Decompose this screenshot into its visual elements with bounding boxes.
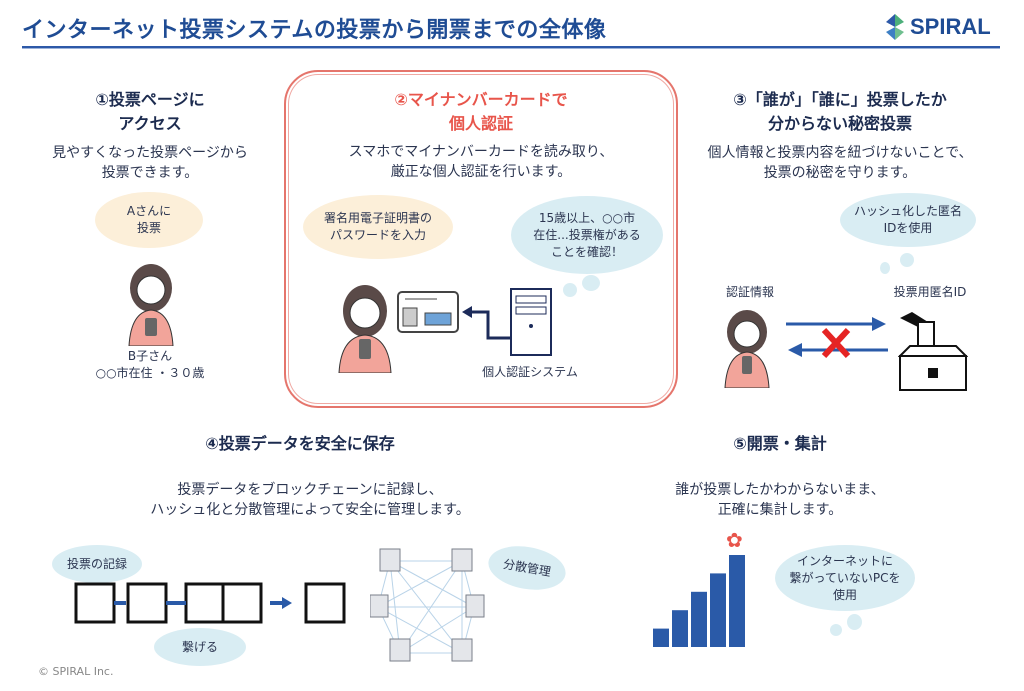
distributed-network-icon (370, 548, 485, 662)
user-person-icon (338, 285, 392, 373)
ballot-box-icon (898, 312, 968, 391)
step1-description: 見やすくなった投票ページから投票できます。 (52, 145, 248, 181)
step2-description: スマホでマイナンバーカードを読み取り、厳正な個人認証を行います。 (348, 144, 614, 180)
thought-dot (900, 253, 914, 267)
spiral-logo-icon (886, 14, 904, 40)
flower-icon: ✿ (726, 528, 743, 552)
step5-thought-bubble: インターネットに繋がっていないPCを使用 (775, 545, 915, 611)
step2-highlight-box (284, 70, 678, 408)
tally-bar-chart: ✿ (653, 528, 745, 647)
step2-user-bubble: 署名用電子証明書のパスワードを入力 (303, 195, 453, 259)
tally-bar (691, 591, 707, 647)
copyright: © SPIRAL Inc. (38, 665, 114, 678)
server-icon (462, 288, 552, 356)
mynumber-card-icon (397, 291, 459, 333)
step2-heading: ②マイナンバーカードで個人認証 (394, 90, 568, 133)
tally-bar (729, 555, 745, 647)
thought-dot (582, 275, 600, 291)
system-label: 個人認証システム (482, 365, 578, 379)
step4-description: 投票データをブロックチェーンに記録し、ハッシュ化と分散管理によって安全に管理しま… (150, 482, 470, 518)
step4-heading: ④投票データを安全に保存 (205, 434, 395, 453)
tally-bar (672, 610, 688, 647)
voter-person-icon (724, 310, 770, 388)
link-bubble: 繋げる (154, 628, 246, 666)
record-bubble: 投票の記録 (52, 545, 142, 583)
thought-dot (847, 614, 862, 630)
step3-description: 個人情報と投票内容を紐づけないことで、投票の秘密を守ります。 (707, 145, 973, 181)
voter-caption: B子さん○○市在住 ・３０歳 (95, 349, 205, 380)
title-divider (22, 46, 1000, 49)
step3-heading: ③「誰が」「誰に」投票したか分からない秘密投票 (733, 90, 947, 133)
thought-dot (880, 262, 890, 274)
anon-id-label: 投票用匿名ID (893, 285, 967, 299)
step5-description: 誰が投票したかわからないまま、正確に集計します。 (675, 482, 885, 518)
tally-bar (653, 628, 669, 647)
page-title: インターネット投票システムの投票から開票までの全体像 (22, 18, 607, 43)
step5-heading: ⑤開票・集計 (733, 434, 827, 453)
step2-system-bubble: 15歳以上、○○市在住...投票権があることを確認！ (511, 196, 663, 274)
blockchain-icon (74, 582, 346, 624)
logo-text: SPIRAL (910, 14, 991, 39)
auth-info-label: 認証情報 (725, 285, 774, 299)
distributed-bubble: 分散管理 (484, 540, 570, 596)
step1-speech-bubble: Aさんに投票 (95, 192, 203, 248)
thought-dot (830, 624, 842, 636)
spiral-logo: SPIRAL (884, 14, 991, 40)
thought-dot (563, 283, 577, 297)
data-link-arrows (786, 317, 888, 359)
voter-person-icon (128, 264, 174, 346)
tally-bar (710, 573, 726, 647)
step1-heading: ①投票ページにアクセス (95, 90, 205, 133)
